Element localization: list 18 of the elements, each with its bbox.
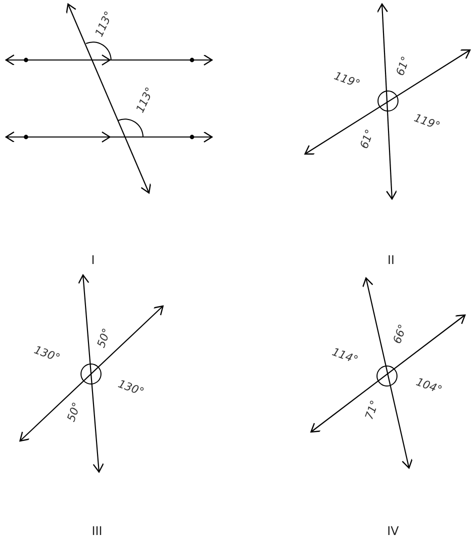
angle-label: 113°	[93, 10, 115, 38]
angle-label: 113°	[134, 86, 156, 114]
angle-label: 71°	[364, 398, 380, 422]
figure-label: I	[91, 254, 95, 266]
angle-label: 61°	[358, 128, 376, 150]
angle-label: 130°	[32, 344, 62, 364]
figure-label: III	[92, 525, 102, 537]
angle-label: 50°	[96, 326, 112, 350]
angle-label: 114°	[330, 346, 360, 366]
angle-label: 130°	[116, 378, 146, 398]
angle-label: 104°	[414, 376, 444, 396]
angle-label: 66°	[392, 322, 408, 346]
figure-label: IV	[387, 525, 399, 537]
angle-label: 119°	[412, 112, 442, 132]
figure-label: II	[387, 254, 395, 266]
angle-label: 50°	[66, 400, 82, 424]
angle-label: 61°	[394, 54, 412, 78]
angle-label: 119°	[332, 70, 362, 90]
